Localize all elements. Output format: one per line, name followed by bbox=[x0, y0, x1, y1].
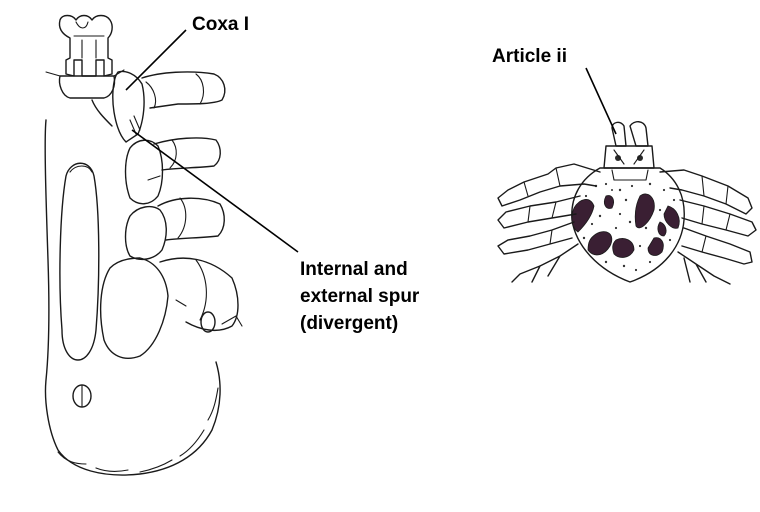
article-ii-drawing bbox=[603, 121, 655, 169]
leader-line-spur bbox=[131, 129, 299, 253]
leader-line-coxa-i bbox=[125, 29, 187, 91]
capitulum-drawing bbox=[45, 14, 125, 99]
scutum-drawing bbox=[571, 167, 685, 283]
label-spur-line-2: external spur bbox=[300, 286, 420, 307]
punctations bbox=[582, 182, 676, 272]
leader-line-article-ii bbox=[585, 67, 617, 135]
idiosoma-outline bbox=[44, 99, 221, 476]
dorsal-view-drawing bbox=[497, 121, 757, 285]
legs-right-drawing bbox=[659, 169, 757, 285]
coxa-ii-drawing bbox=[124, 137, 221, 205]
label-coxa-i: Coxa I bbox=[192, 14, 249, 35]
coxa-iii-drawing bbox=[124, 197, 225, 261]
label-article-ii: Article ii bbox=[492, 46, 567, 67]
label-spur-line-1: Internal and bbox=[300, 259, 408, 280]
ventral-view-drawing bbox=[44, 14, 243, 476]
label-spur-line-3: (divergent) bbox=[300, 313, 398, 334]
coxa-i-drawing bbox=[112, 70, 226, 143]
legs-left-drawing bbox=[497, 163, 601, 283]
coxa-iv-drawing bbox=[99, 257, 243, 359]
leader-lines bbox=[125, 29, 617, 253]
